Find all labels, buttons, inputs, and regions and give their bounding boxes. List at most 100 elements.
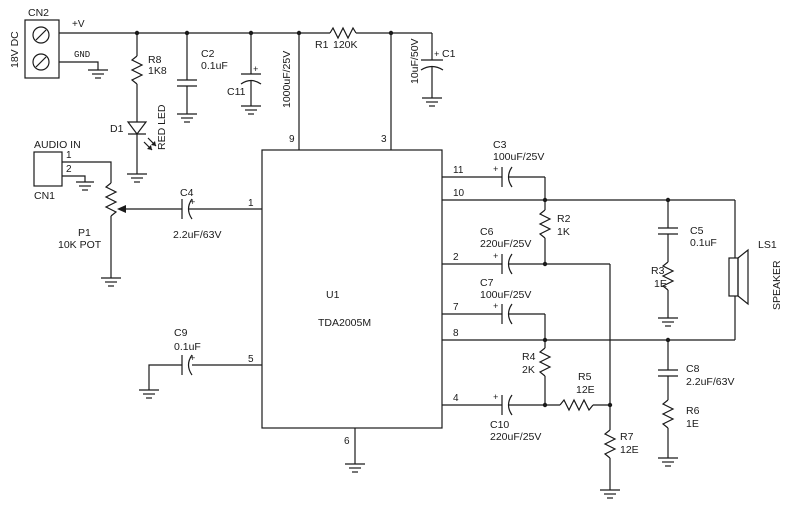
c1-ref: C1 [442,48,456,60]
vplus-rail [59,30,432,36]
c11-ref: C11 [227,86,246,98]
pin-3: 3 [381,134,387,145]
c5-value: 0.1uF [690,237,717,249]
amplifier-ic [261,149,443,429]
pin-7: 7 [453,302,459,313]
ground-symbol [345,463,365,473]
ground-symbol [76,181,94,191]
ground-symbol [177,113,197,123]
c6-value: 220uF/25V [480,238,531,250]
resistor-r3 [661,261,675,291]
ground-symbol [658,457,678,467]
pin-5: 5 [248,354,254,365]
c9-value: 2.2uF/63V [686,376,734,388]
c7-polarity: + [493,302,498,312]
pin-11: 11 [453,165,464,176]
c11-value: 1000uF/25V [281,51,293,108]
r1-ref: R1 [315,39,329,51]
pot-ref: P1 [78,227,91,239]
r4-ref: R4 [522,351,536,363]
r5-ref: R5 [578,371,592,383]
resistor-r1 [329,26,357,40]
power-connector-voltage: 18V DC [9,31,21,68]
resistor-r4 [538,347,552,377]
power-connector: 18V DC CN2 [9,7,60,79]
capacitor-c1 [420,59,444,71]
ic-ref: U1 [326,289,340,301]
potentiometer-p1 [104,182,126,217]
ground-symbol [127,173,147,183]
ground-symbol [241,105,261,115]
audio-pin2: 2 [66,164,72,175]
c10-ref: C10 [490,419,509,431]
c4-ref: C4 [180,187,194,199]
resistor-r2 [538,209,552,239]
ic-part: TDA2005M [318,317,371,329]
vplus-label: +V [72,19,85,30]
capacitor-c5 [658,227,678,235]
ground-symbol [600,489,620,499]
resistor-r8 [130,55,144,85]
audio-label: AUDIO IN [34,139,81,151]
c8-polarity: + [190,354,195,364]
c5-ref: C5 [690,225,704,237]
r6-value: 1E [686,418,699,430]
pin-10: 10 [453,188,465,199]
pin-9: 9 [289,134,295,145]
c6-polarity: + [493,252,498,262]
r8-ref: R8 [148,54,162,66]
c7-ref: C7 [480,277,494,289]
led-ref: D1 [110,123,124,135]
c3-polarity: + [493,165,498,175]
audio-pin1: 1 [66,150,72,161]
c3-value: 100uF/25V [493,151,544,163]
r7-ref: R7 [620,431,634,443]
c2-ref: C2 [201,48,215,60]
resistor-r5 [559,398,594,412]
pin-6: 6 [344,436,350,447]
ground-symbol [422,97,442,107]
c6-ref: C6 [480,226,494,238]
c10-polarity: + [493,393,498,403]
r2-value: 1K [557,226,570,238]
c9-ref: C8 [686,363,700,375]
c8-ref: C9 [174,327,188,339]
c7-value: 100uF/25V [480,289,531,301]
r2-ref: R2 [557,213,571,225]
r6-ref: R6 [686,405,700,417]
gnd-label: GND [74,50,90,60]
c4-polarity: + [190,198,195,208]
led-d1 [126,121,157,151]
pin-4: 4 [453,393,459,404]
audio-ref: CN1 [34,190,55,202]
r4-value: 2K [522,364,535,376]
speaker-ls1 [728,248,749,306]
resistor-r6 [661,399,675,429]
c1-value: 10uF/50V [409,38,421,84]
speaker-ref: LS1 [758,239,777,251]
r7-value: 12E [620,444,639,456]
power-connector-ref: CN2 [28,7,49,19]
r3-ref: R3 [651,265,665,277]
pin-2: 2 [453,252,459,263]
c11-polarity: + [253,65,258,75]
resistor-r7 [603,429,617,459]
r1-value: 120K [333,39,358,51]
r5-value: 12E [576,384,595,396]
c2-value: 0.1uF [201,60,228,72]
c10-value: 220uF/25V [490,431,541,443]
capacitor-c9 [658,369,678,377]
ground-symbol [658,317,678,327]
capacitor-c11: + [240,65,262,85]
ground-symbol [88,69,108,79]
r8-value: 1K8 [148,65,167,77]
c8-value: 0.1uF [174,341,201,353]
ground-symbol [139,389,159,399]
pin-1: 1 [248,198,254,209]
c4-value: 2.2uF/63V [173,229,221,241]
ground-symbol [101,277,121,287]
speaker-label: SPEAKER [771,260,783,310]
audio-connector [33,151,63,187]
pot-value: 10K POT [58,239,102,251]
